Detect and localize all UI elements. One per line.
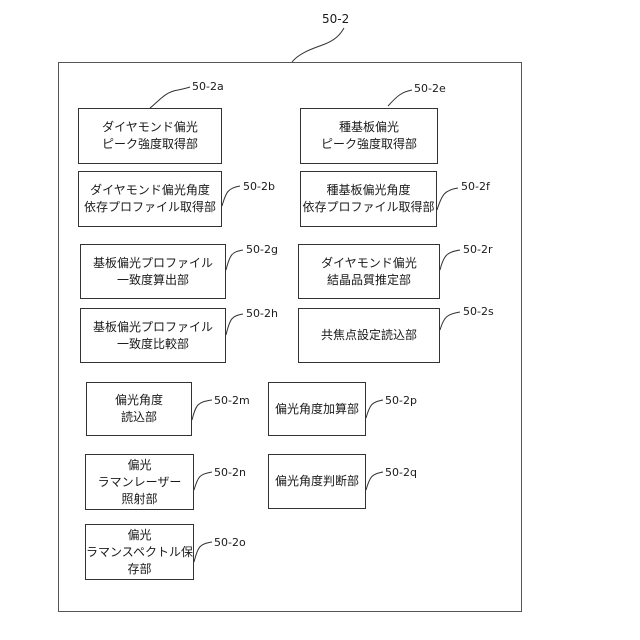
ref-label: 50-2s bbox=[463, 305, 494, 318]
ref-label: 50-2p bbox=[385, 394, 417, 407]
block-text: 一致度比較部 bbox=[117, 336, 189, 353]
block-50-2e: 種基板偏光 ピーク強度取得部 bbox=[300, 108, 438, 164]
block-50-2n: 偏光 ラマンレーザー 照射部 bbox=[85, 454, 194, 510]
block-50-2r: ダイヤモンド偏光 結晶品質推定部 bbox=[298, 244, 440, 299]
block-text: 依存プロファイル取得部 bbox=[84, 199, 216, 216]
block-text: 種基板偏光 bbox=[339, 119, 399, 136]
block-50-2m: 偏光角度 読込部 bbox=[86, 382, 192, 436]
block-text: ダイヤモンド偏光 bbox=[321, 255, 417, 272]
ref-label: 50-2a bbox=[192, 80, 224, 93]
ref-label: 50-2f bbox=[461, 180, 490, 193]
block-text: ダイヤモンド偏光角度 bbox=[90, 182, 210, 199]
ref-label: 50-2n bbox=[214, 466, 246, 479]
block-text: ピーク強度取得部 bbox=[102, 136, 198, 153]
block-50-2s: 共焦点設定読込部 bbox=[298, 308, 440, 363]
ref-label: 50-2q bbox=[385, 466, 417, 479]
block-text: 依存プロファイル取得部 bbox=[302, 199, 434, 216]
ref-label: 50-2g bbox=[246, 243, 278, 256]
ref-label: 50-2r bbox=[463, 243, 493, 256]
block-50-2b: ダイヤモンド偏光角度 依存プロファイル取得部 bbox=[78, 171, 222, 227]
block-text: ラマンレーザー bbox=[98, 474, 182, 491]
block-text: 基板偏光プロファイル bbox=[93, 319, 213, 336]
block-50-2o: 偏光 ラマンスペクトル保 存部 bbox=[85, 524, 194, 580]
block-50-2p: 偏光角度加算部 bbox=[268, 382, 366, 436]
block-text: 偏光角度加算部 bbox=[275, 401, 359, 418]
block-text: 種基板偏光角度 bbox=[326, 182, 410, 199]
block-text: 偏光 bbox=[127, 527, 151, 544]
block-text: 偏光 bbox=[127, 457, 151, 474]
block-text: 結晶品質推定部 bbox=[327, 272, 411, 289]
block-text: 偏光角度判断部 bbox=[275, 473, 359, 490]
block-50-2q: 偏光角度判断部 bbox=[268, 454, 366, 509]
ref-label: 50-2m bbox=[214, 394, 250, 407]
block-text: 存部 bbox=[127, 561, 151, 578]
block-text: 共焦点設定読込部 bbox=[321, 327, 417, 344]
block-text: 照射部 bbox=[121, 491, 157, 508]
block-text: ダイヤモンド偏光 bbox=[102, 119, 198, 136]
block-50-2a: ダイヤモンド偏光 ピーク強度取得部 bbox=[78, 108, 222, 164]
block-50-2g: 基板偏光プロファイル 一致度算出部 bbox=[80, 244, 226, 299]
figure-label: 50-2 bbox=[322, 12, 349, 26]
ref-label: 50-2e bbox=[414, 82, 446, 95]
leader-50-2 bbox=[292, 28, 344, 62]
block-text: 基板偏光プロファイル bbox=[93, 255, 213, 272]
block-text: 一致度算出部 bbox=[117, 272, 189, 289]
block-50-2f: 種基板偏光角度 依存プロファイル取得部 bbox=[300, 171, 437, 227]
block-text: 偏光角度 bbox=[115, 392, 163, 409]
ref-label: 50-2h bbox=[246, 307, 278, 320]
block-text: ピーク強度取得部 bbox=[321, 136, 417, 153]
block-text: ラマンスペクトル保 bbox=[86, 544, 193, 561]
block-text: 読込部 bbox=[121, 409, 157, 426]
ref-label: 50-2b bbox=[243, 180, 275, 193]
ref-label: 50-2o bbox=[214, 536, 246, 549]
block-50-2h: 基板偏光プロファイル 一致度比較部 bbox=[80, 308, 226, 363]
